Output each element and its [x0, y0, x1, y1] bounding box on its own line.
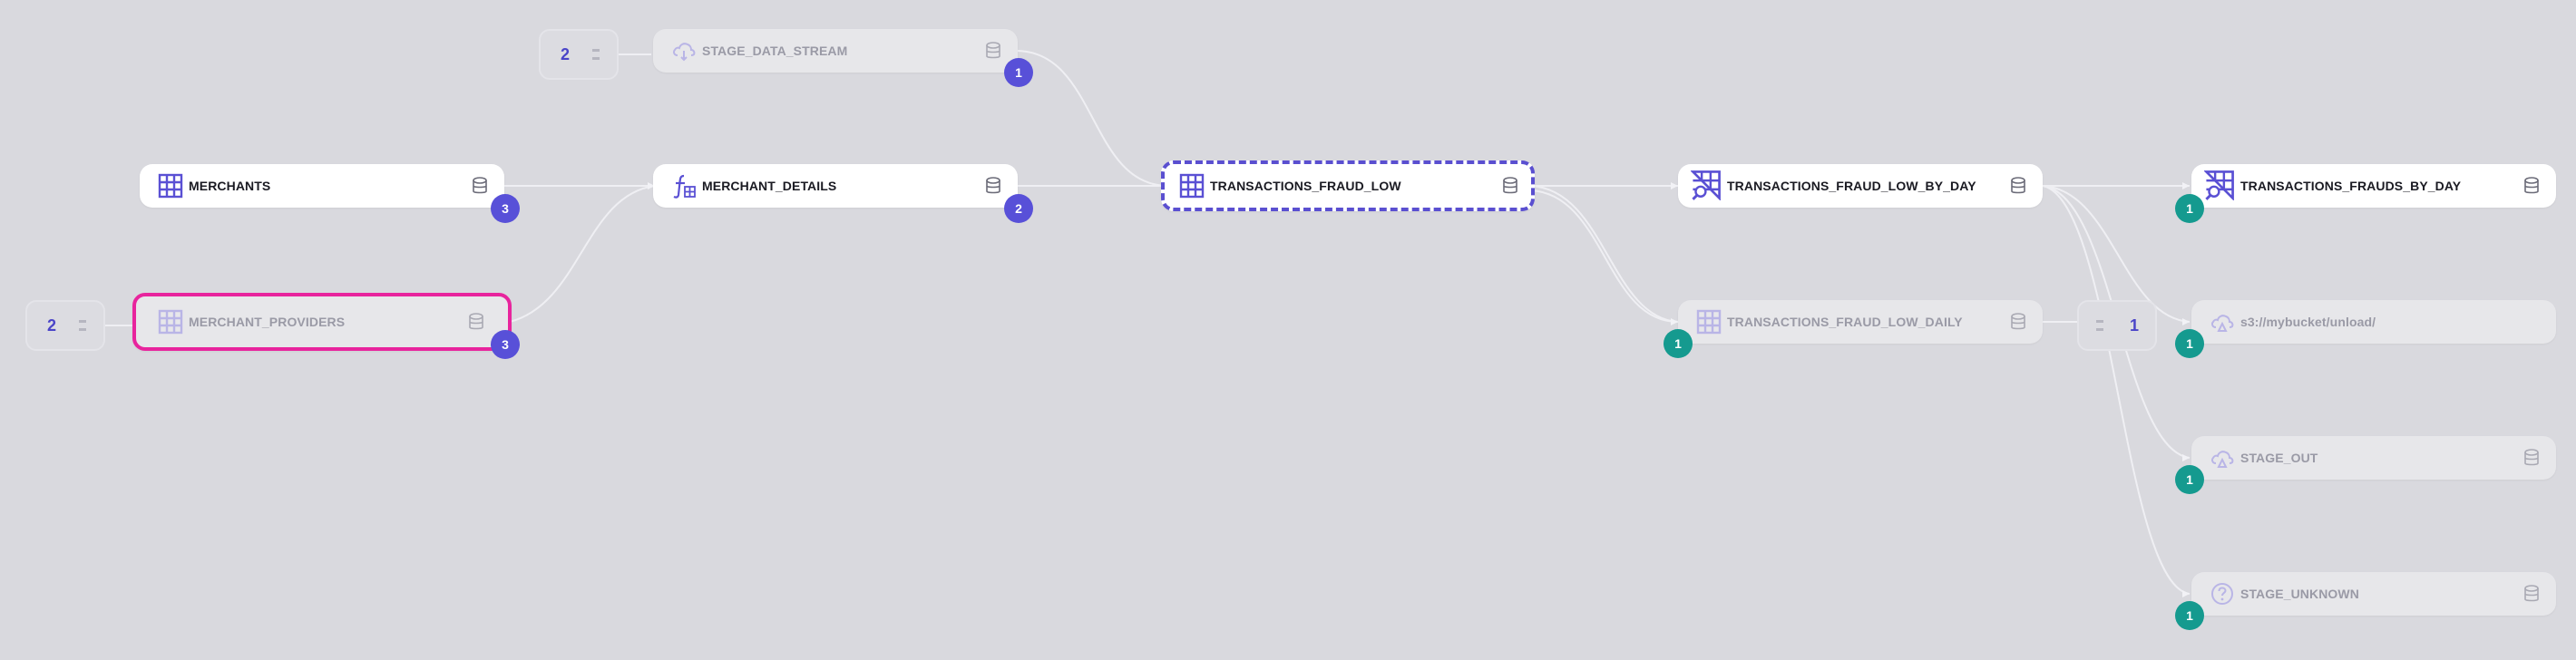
database-icon — [2524, 585, 2539, 602]
count-badge: 3 — [491, 194, 520, 223]
function-icon — [673, 174, 696, 199]
node-label: TRANSACTIONS_FRAUD_LOW_BY_DAY — [1727, 179, 1976, 193]
count-badge: 3 — [491, 330, 520, 359]
collapsed-upstream-group[interactable]: 2 — [25, 300, 105, 351]
collapsed-downstream-group[interactable]: 1 — [2077, 300, 2157, 351]
count-badge: 1 — [1004, 58, 1033, 87]
cloud-icon — [673, 43, 696, 62]
database-icon — [2524, 449, 2539, 466]
node-label: TRANSACTIONS_FRAUD_LOW_DAILY — [1727, 315, 1963, 329]
node-label: TRANSACTIONS_FRAUD_LOW — [1210, 179, 1401, 193]
node-label: MERCHANTS — [189, 179, 271, 193]
database-icon — [2011, 313, 2025, 330]
node-transactions-fraud-low-daily[interactable]: TRANSACTIONS_FRAUD_LOW_DAILY — [1678, 300, 2043, 344]
node-stage-data-stream[interactable]: STAGE_DATA_STREAM — [653, 29, 1018, 73]
node-label: STAGE_UNKNOWN — [2240, 587, 2359, 601]
expand-icon — [2096, 320, 2103, 331]
node-transactions-fraud-low[interactable]: TRANSACTIONS_FRAUD_LOW — [1161, 160, 1535, 211]
node-label: MERCHANT_DETAILS — [702, 179, 837, 193]
database-icon — [2011, 177, 2025, 194]
table-icon — [158, 309, 183, 335]
table-icon — [158, 173, 183, 199]
count-badge: 1 — [2175, 194, 2204, 223]
table-icon — [1696, 309, 1722, 335]
node-label: s3://mybucket/unload/ — [2240, 315, 2376, 329]
cloud-stage-icon — [2211, 451, 2234, 468]
database-icon — [473, 177, 487, 194]
expand-icon — [79, 320, 86, 331]
node-stage-unknown[interactable]: STAGE_UNKNOWN — [2191, 572, 2556, 616]
node-label: STAGE_OUT — [2240, 451, 2318, 465]
count-badge: 1 — [2175, 465, 2204, 494]
cloud-stage-icon — [2211, 315, 2234, 332]
node-merchants[interactable]: MERCHANTS — [140, 164, 504, 208]
database-icon — [1503, 177, 1517, 194]
dynamic-table-icon — [2204, 170, 2234, 200]
database-icon — [986, 177, 1000, 194]
node-stage-out[interactable]: STAGE_OUT — [2191, 436, 2556, 480]
node-label: MERCHANT_PROVIDERS — [189, 315, 346, 329]
database-icon — [469, 313, 483, 330]
database-icon — [2524, 177, 2539, 194]
table-icon — [1179, 173, 1205, 199]
node-label: TRANSACTIONS_FRAUDS_BY_DAY — [2240, 179, 2462, 193]
expand-icon — [592, 49, 600, 60]
collapsed-count: 2 — [47, 316, 57, 335]
collapsed-upstream-group[interactable]: 2 — [539, 29, 619, 80]
count-badge: 1 — [1664, 329, 1693, 358]
dynamic-table-icon — [1691, 170, 1721, 200]
count-badge: 2 — [1004, 194, 1033, 223]
node-s3-unload[interactable]: s3://mybucket/unload/ — [2191, 300, 2556, 344]
node-merchant-providers[interactable]: MERCHANT_PROVIDERS — [132, 293, 512, 351]
node-transactions-fraud-low-by-day[interactable]: TRANSACTIONS_FRAUD_LOW_BY_DAY — [1678, 164, 2043, 208]
question-icon — [2211, 583, 2233, 605]
collapsed-count: 2 — [561, 45, 571, 63]
node-label: STAGE_DATA_STREAM — [702, 44, 848, 58]
count-badge: 1 — [2175, 601, 2204, 630]
node-merchant-details[interactable]: MERCHANT_DETAILS — [653, 164, 1018, 208]
database-icon — [986, 42, 1000, 59]
node-transactions-frauds-by-day[interactable]: TRANSACTIONS_FRAUDS_BY_DAY — [2191, 164, 2556, 208]
count-badge: 1 — [2175, 329, 2204, 358]
collapsed-count: 1 — [2130, 316, 2140, 335]
